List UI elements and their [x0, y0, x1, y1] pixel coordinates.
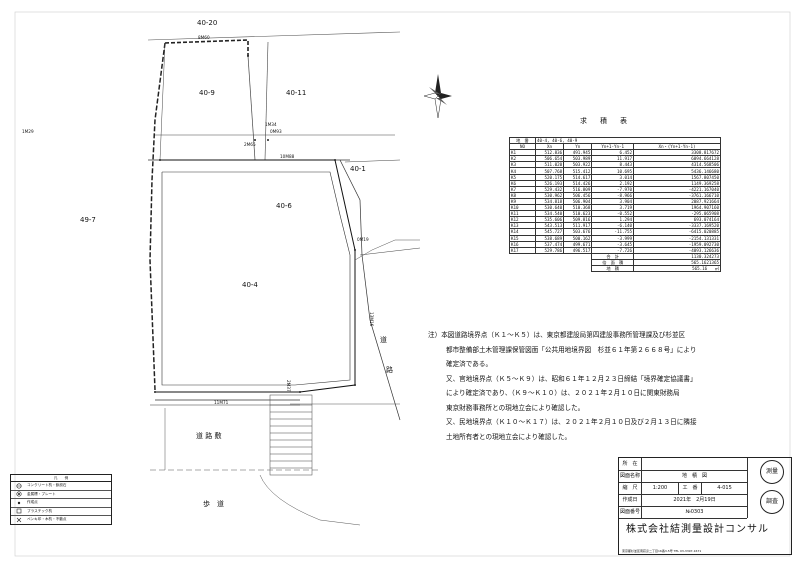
company-name: 株式会社結測量設計コンサル: [626, 524, 769, 535]
road-label-east: 路: [386, 366, 393, 374]
note-1-line-3: 確定済である。: [446, 360, 493, 368]
location-row: 所 在: [619, 458, 747, 471]
scale-value: 1:200: [642, 482, 679, 494]
drawing-number-row: 図面番号 №0303: [619, 506, 747, 519]
note-2-line-2: により確定済であり、（Ｋ９～Ｋ１０）は、２０２１年２月１０日に関東財務局: [446, 389, 680, 397]
parcel-49-7: 49-7: [80, 216, 96, 224]
concrete-stake-icon: [11, 483, 27, 489]
title-block: 所 在 図面名称 地 積 図 縮 尺 1:200 工 番 4-015 作成日 2…: [618, 457, 792, 555]
legend-item: コンクリート杭・鋲設石: [11, 482, 111, 491]
note-1-line-1: 本図道路境界点（Ｋ１～Ｋ５）は、東京都建設局第四建設事務所管理課及び杉並区: [441, 331, 686, 339]
distance-label: 0M93: [270, 129, 282, 134]
note-1-line-2: 都市整備部土木管理課保管図面「公共用地境界図 杉並６１年第２６６８号」により: [446, 345, 697, 354]
parcel-40-11: 40-11: [286, 89, 307, 97]
note-3-line-2: 土地所有者との現地立会により確認した。: [446, 432, 572, 441]
created-point-icon: [11, 500, 27, 506]
location-value: [642, 458, 747, 470]
header-row: NO Xn Yn Yn+1-Yn-1 Xn・(Yn+1-Yn-1): [509, 143, 721, 151]
drawing-name-row: 図面名称 地 積 図: [619, 470, 747, 483]
legend-label: 金属標・プレート: [27, 491, 56, 496]
note-2-line-1: 又、官地境界点（Ｋ５～Ｋ９）は、昭和６１年１２月２３日締結「境界確定協議書」: [446, 374, 697, 383]
north-arrow-icon: [423, 74, 452, 119]
area-row: 地 積 565.16 ㎡: [510, 264, 721, 273]
area-value-cell: 565.16 ㎡: [633, 264, 721, 273]
note-2-line-3: 東京財務事務所との現地立会により確認した。: [446, 403, 585, 412]
stamp-area: 測量 調査: [747, 458, 792, 518]
distance-label: 0M19: [357, 237, 369, 242]
distance-label: 2M65: [244, 142, 256, 147]
sidewalk-label: 歩 道: [203, 500, 224, 508]
seal-stamp-2: 調査: [760, 490, 784, 514]
area-value: 565.16: [692, 266, 708, 272]
legend-item: 作成点: [11, 499, 111, 508]
legend-title: 凡 例: [11, 475, 111, 482]
drawing-number-label: 図面番号: [619, 506, 642, 518]
scale-row: 縮 尺 1:200 工 番 4-015: [619, 482, 747, 495]
distance-label: 2M37: [286, 380, 292, 392]
metal-plate-icon: [11, 491, 27, 497]
parcel-40-1: 40-1: [350, 165, 366, 173]
distance-label: 11M71: [214, 400, 229, 405]
drawing-name-value: 地 積 図: [681, 473, 707, 479]
distance-label: 10M88: [280, 154, 295, 159]
area-label: 地 積: [591, 264, 635, 273]
notes-prefix: 注）: [428, 331, 442, 339]
area-unit: ㎡: [714, 266, 719, 272]
work-number-value: 4-015: [717, 485, 732, 491]
legend-label: ペンキ印・木杭・不動点: [27, 517, 67, 522]
legend: 凡 例 コンクリート杭・鋲設石 金属標・プレート 作成点 プラスチック杭 ペンキ…: [10, 474, 112, 525]
parcel-40-4: 40-4: [242, 281, 258, 289]
road-label-east: 道: [380, 336, 387, 344]
paint-mark-icon: [11, 517, 27, 523]
scale-label: 縮 尺: [619, 482, 642, 494]
legend-label: 作成点: [27, 500, 38, 505]
distance-label: 1M29: [22, 129, 34, 134]
area-table-title: 求 積 表: [580, 117, 630, 125]
legend-item: プラスチック杭: [11, 508, 111, 516]
legend-label: プラスチック杭: [27, 508, 53, 513]
area-table: 地 番 40-4, 40-6, 40-9 NO Xn Yn Yn+1-Yn-1 …: [509, 136, 722, 273]
distance-label: 13M16: [369, 312, 375, 327]
parcel-40-20: 40-20: [197, 19, 218, 27]
notes-section: 注）本図道路境界点（Ｋ１～Ｋ５）は、東京都建設局第四建設事務所管理課及び杉並区 …: [428, 328, 773, 444]
note-3-line-1: 又、民地境界点（Ｋ１０～Ｋ１７）は、２０２１年２月１０日及び２月１３日に隣接: [446, 418, 697, 426]
location-label: 所 在: [619, 458, 642, 470]
distance-label: 8M60: [198, 35, 210, 40]
legend-item: 金属標・プレート: [11, 491, 111, 499]
seal-stamp-1: 測量: [760, 460, 784, 484]
date-row: 作成日 2021年 2月19日: [619, 494, 747, 507]
legend-item: ペンキ印・木杭・不動点: [11, 516, 111, 524]
plastic-stake-icon: [11, 508, 27, 514]
legend-label: コンクリート杭・鋲設石: [27, 483, 67, 488]
work-number-label: 工 番: [679, 482, 702, 494]
date-label: 作成日: [619, 494, 642, 506]
parcel-40-6: 40-6: [276, 202, 292, 210]
company-address: 東京都杉並区南荻窪二丁目16番3-5号 TEL 03-3397-1671: [622, 549, 702, 553]
date-value: 2021年 2月19日: [673, 497, 716, 503]
parcel-40-9: 40-9: [199, 89, 215, 97]
drawing-number-value: №0303: [685, 509, 704, 515]
road-site-label: 道 路 敷: [196, 432, 222, 440]
drawing-name-label: 図面名称: [619, 470, 642, 482]
table-cell: 496.517: [563, 246, 593, 254]
distance-label: 1M34: [265, 122, 277, 127]
